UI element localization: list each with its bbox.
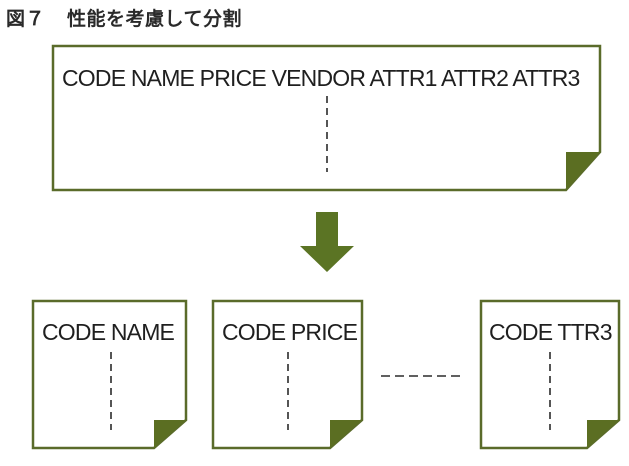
page-fold-icon xyxy=(566,152,600,190)
split-table-header: CODE TTR3 xyxy=(489,319,612,345)
split-table-doc-2: CODE PRICE xyxy=(211,299,364,450)
split-table-doc-1: CODE NAME xyxy=(31,299,188,450)
figure-caption: 性能を考慮して分割 xyxy=(67,8,242,30)
down-arrow-icon xyxy=(300,212,354,272)
page-fold-icon xyxy=(330,420,362,448)
figure-number: 図７ xyxy=(6,8,46,30)
split-table-doc-3: CODE TTR3 xyxy=(479,299,621,450)
split-table-header: CODE PRICE xyxy=(222,319,358,345)
page-fold-icon xyxy=(587,420,619,448)
page-fold-icon xyxy=(154,420,186,448)
split-table-header: CODE NAME xyxy=(42,319,175,345)
figure-title: 図７ 性能を考慮して分割 xyxy=(6,4,242,31)
source-table-doc: CODE NAME PRICE VENDOR ATTR1 ATTR2 ATTR3 xyxy=(51,44,602,192)
source-table-header: CODE NAME PRICE VENDOR ATTR1 ATTR2 ATTR3 xyxy=(62,65,580,91)
